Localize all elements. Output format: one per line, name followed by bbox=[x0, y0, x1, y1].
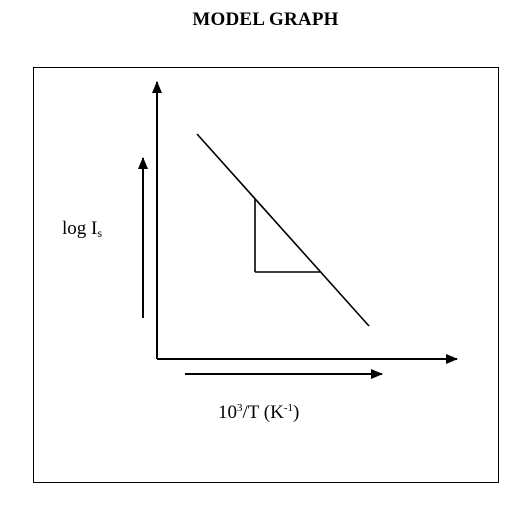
linear-fit-line bbox=[196, 133, 370, 327]
page-title: MODEL GRAPH bbox=[192, 9, 339, 30]
x-axis-label: 103/T (K-1) bbox=[218, 402, 300, 423]
graph-frame bbox=[33, 67, 499, 483]
y-axis-label: log Is bbox=[62, 218, 103, 240]
